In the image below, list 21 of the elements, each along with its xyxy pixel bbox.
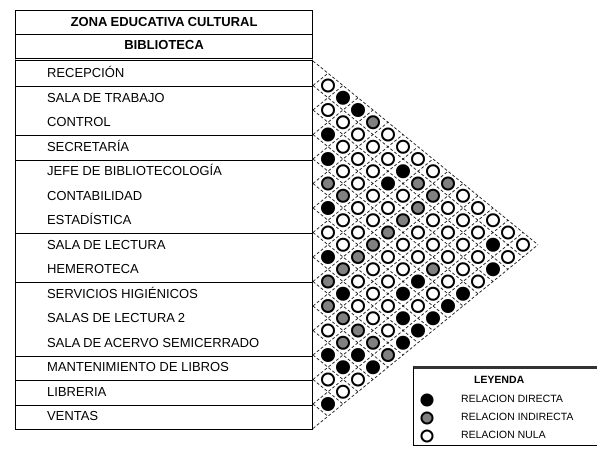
room-name: ESTADÍSTICA [47,212,132,227]
room-name: VENTAS [47,408,98,423]
legend-label: RELACION NULA [461,429,546,441]
room-name: HEMEROTECA [47,261,139,276]
room-name: JEFE DE BIBLIOTECOLOGÍA [47,163,222,178]
room-name: SALA DE ACERVO SEMICERRADO [47,334,260,350]
room-name: SERVICIOS HIGIÉNICOS [47,286,198,300]
table-header: ZONA EDUCATIVA CULTURAL [70,13,258,31]
room-name: CONTABILIDAD [47,188,142,202]
room-name: CONTROL [47,114,111,129]
room-name: SECRETARÍA [47,138,130,154]
room-name: SALA DE TRABAJO [47,90,165,104]
legend-title: LEYENDA [474,374,524,386]
legend-label: RELACION DIRECTA [461,393,563,405]
room-name: SALA DE LECTURA [47,236,166,252]
table-header: BIBLIOTECA [124,36,204,54]
room-name: SALAS DE LECTURA 2 [47,310,185,325]
room-name: MANTENIMIENTO DE LIBROS [47,359,229,374]
room-name: LIBRERIA [47,384,106,398]
legend-label: RELACION INDIRECTA [461,411,574,423]
room-name: RECEPCIÓN [47,65,124,80]
